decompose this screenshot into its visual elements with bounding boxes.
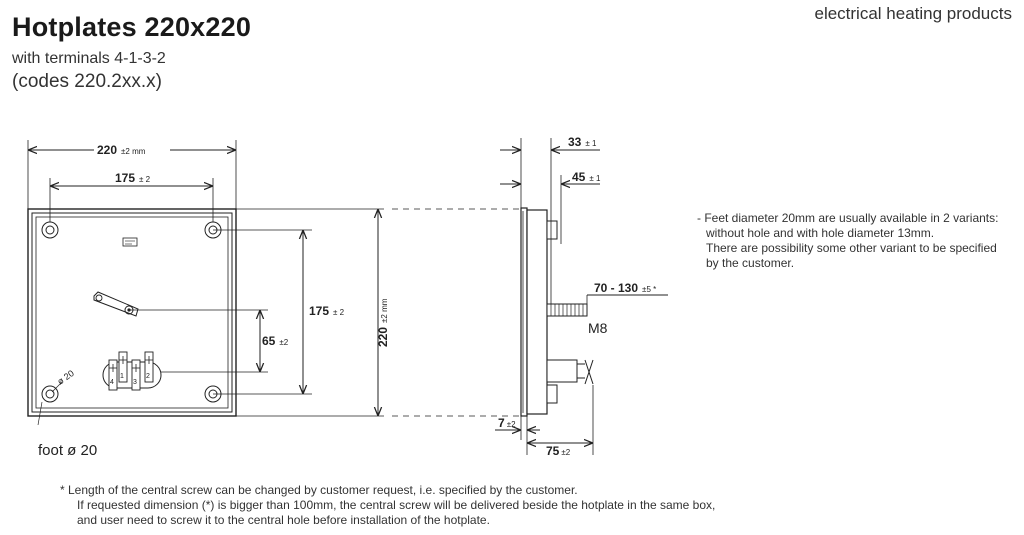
- foot-top-left: [41, 221, 59, 239]
- footnote-line: and user need to screw it to the central…: [77, 513, 490, 527]
- hole-spacing-dimension: 175± 2: [115, 171, 151, 185]
- side-view: 33± 1 45± 1 70 - 130±5 * M8 7±2 75±2: [495, 135, 668, 458]
- terminal-block: 4 1 3 2: [102, 351, 162, 391]
- rating-label-icon: [122, 237, 138, 247]
- terminal-side-icon: [546, 359, 578, 383]
- footnote-line: * Length of the central screw can be cha…: [60, 483, 578, 497]
- plate-frame-inner: [35, 216, 229, 409]
- page-title: Hotplates 220x220: [12, 12, 252, 42]
- plate-edge: [520, 207, 528, 417]
- center-dimensions: 175± 2 65±2 220±2 mm: [129, 208, 523, 417]
- terminal-1-label: 1: [120, 373, 124, 380]
- brand-label: electrical heating products: [814, 4, 1012, 23]
- edge-7-dimension: 7±2: [498, 416, 516, 430]
- terminal-2-label: 2: [146, 373, 150, 380]
- foot-diameter-label: ø 20: [55, 368, 75, 387]
- note-line: - Feet diameter 20mm are usually availab…: [697, 211, 999, 225]
- width-dimension: 220±2 mm: [97, 143, 146, 157]
- subtitle-terminals: with terminals 4-1-3-2: [12, 50, 166, 67]
- plate-outline: [27, 208, 237, 417]
- footnote: * Length of the central screw can be cha…: [60, 483, 715, 528]
- foot-bottom-left: [41, 385, 59, 403]
- total-depth-75-dimension: 75±2: [546, 444, 571, 458]
- plate-body: [526, 209, 548, 415]
- subtitle-codes: (codes 220.2xx.x): [12, 71, 162, 92]
- plate-frame: [31, 212, 233, 413]
- depth-33-dimension: 33± 1: [568, 135, 597, 149]
- foot-label: foot ø 20: [38, 442, 97, 459]
- note-line: There are possibility some other variant…: [706, 241, 997, 255]
- front-view: 4 1 3 2 220±2 mm 175± 2 ø 20 foot ø 20: [27, 140, 237, 459]
- vertical-hole-dimension: 175± 2: [309, 304, 345, 318]
- note-line: by the customer.: [706, 256, 795, 270]
- ground-bracket-icon: [93, 291, 139, 317]
- footnote-line: If requested dimension (*) is bigger tha…: [77, 498, 716, 512]
- terminal-4-label: 4: [110, 379, 114, 386]
- height-dimension: 220±2 mm: [376, 298, 390, 347]
- terminal-3-label: 3: [133, 379, 137, 386]
- screw-length-dimension: 70 - 130±5 *: [594, 281, 656, 295]
- thread-label: M8: [588, 320, 608, 336]
- terminal-offset-dimension: 65±2: [262, 334, 289, 348]
- note-line: without hole and with hole diameter 13mm…: [706, 226, 935, 240]
- depth-45-dimension: 45± 1: [572, 170, 601, 184]
- feet-notes: - Feet diameter 20mm are usually availab…: [697, 211, 1024, 271]
